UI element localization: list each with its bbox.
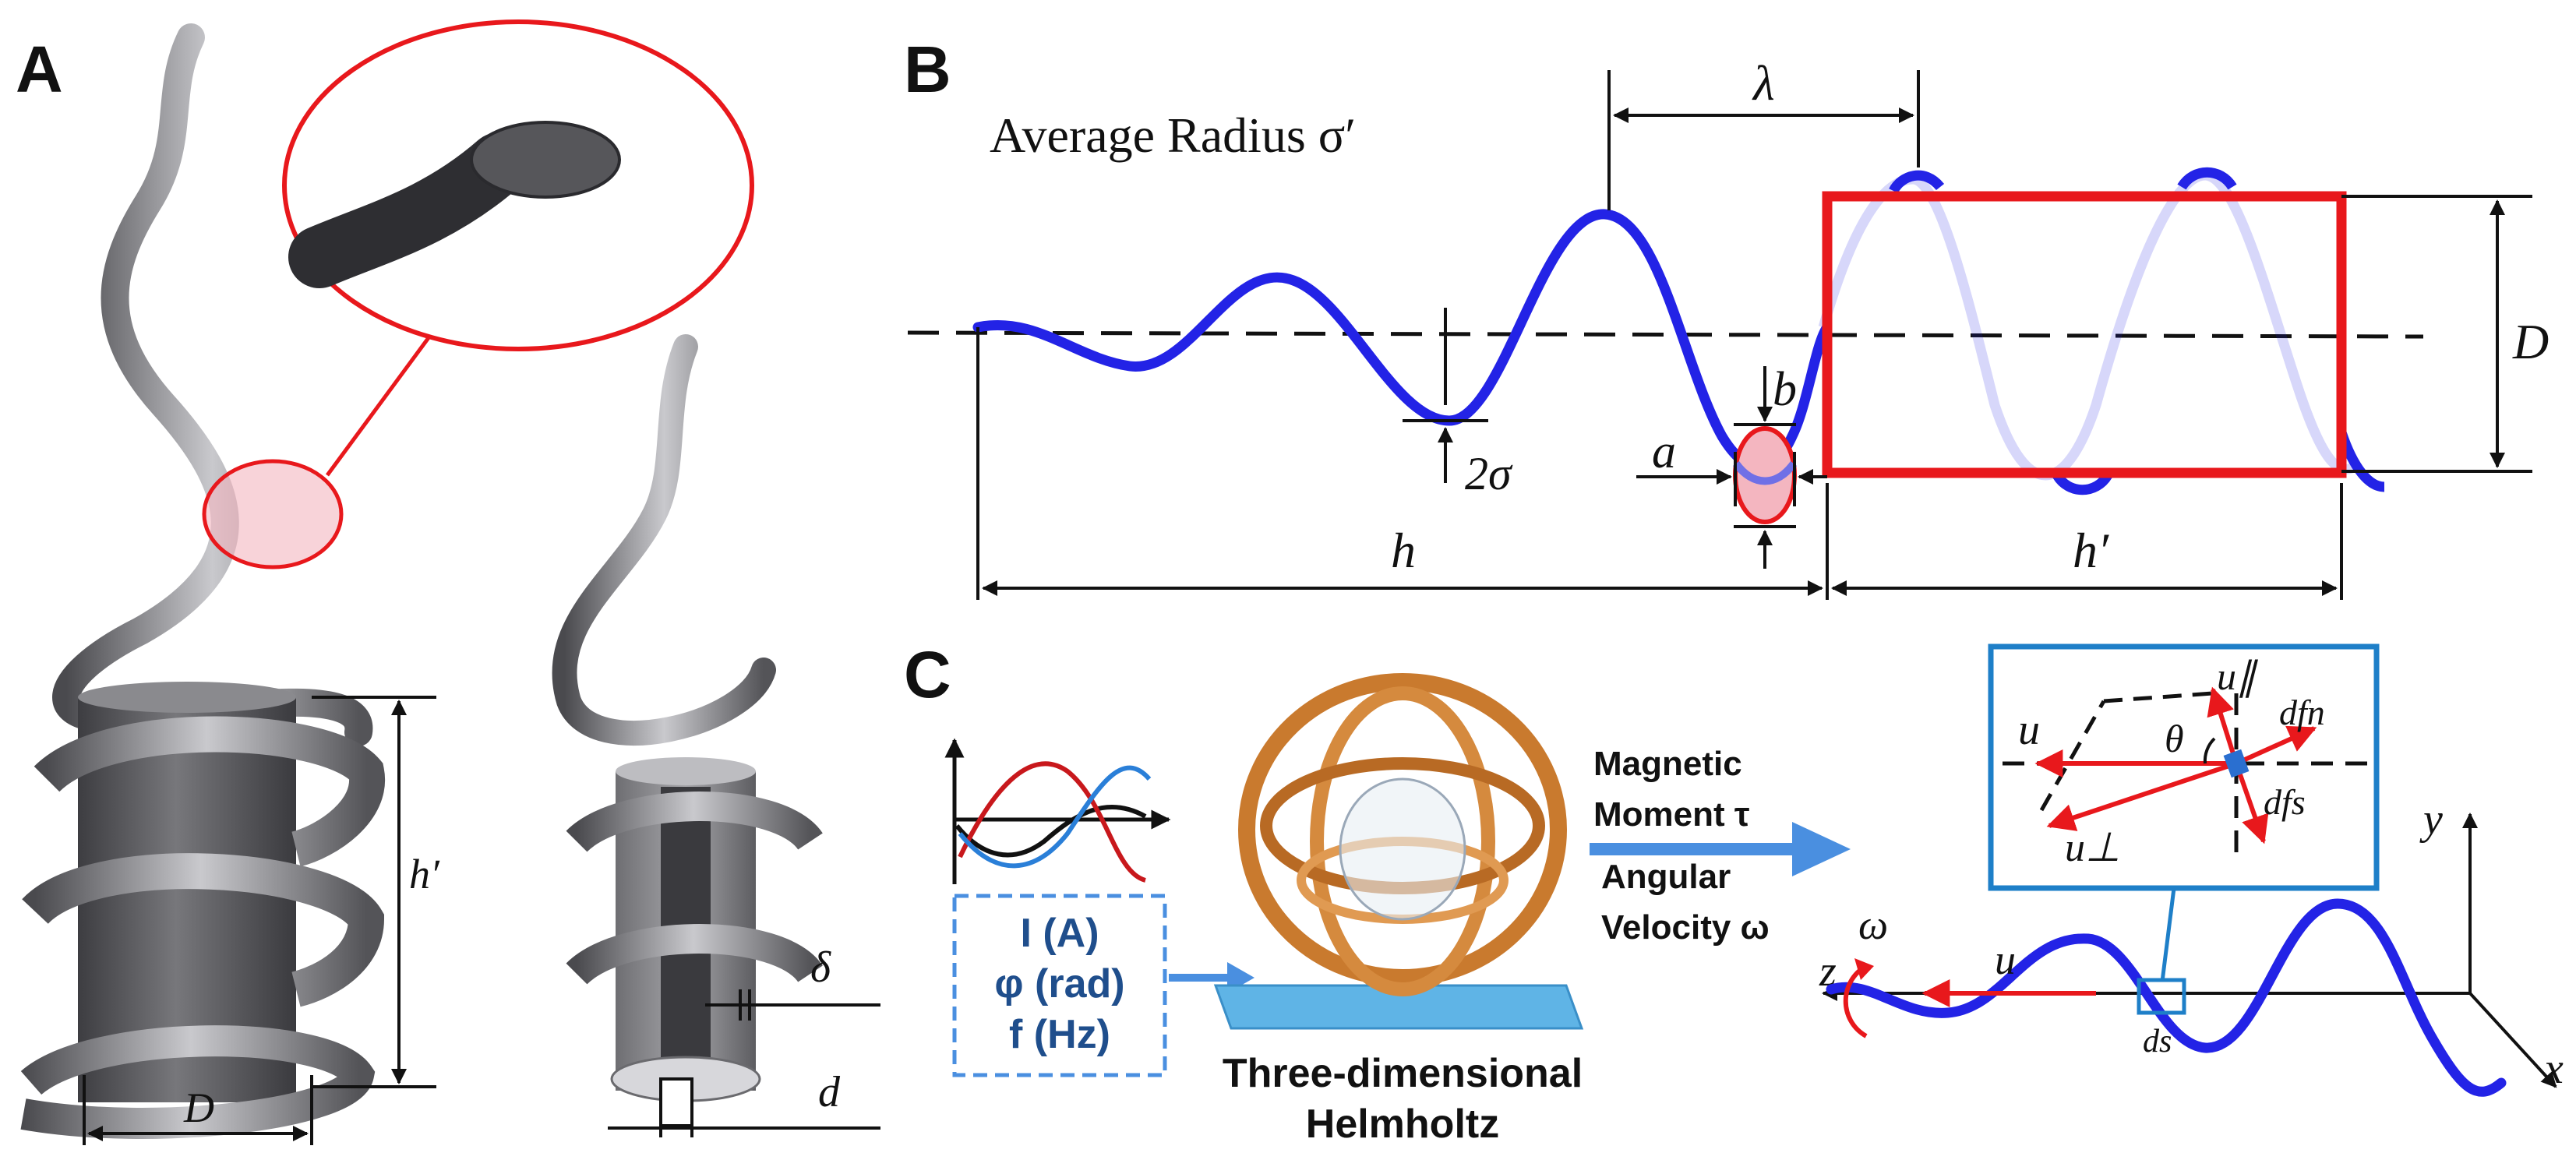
- magnified-tube: [288, 132, 530, 288]
- helix-model-solid: [20, 23, 386, 1139]
- helmholtz-coil: [1213, 673, 1584, 1030]
- vec-df-n: [2235, 725, 2317, 766]
- cutaway-top: [616, 757, 756, 785]
- signal-blue: [958, 765, 1152, 869]
- label-lambda: λ: [1752, 55, 1775, 111]
- coil-ring-outer: [1238, 673, 1567, 986]
- dim-h-prime-a: [312, 696, 436, 1088]
- dim-D-a: [83, 1075, 313, 1145]
- inset-u: u: [2018, 706, 2040, 754]
- axis-y: y: [2419, 795, 2443, 844]
- wave-peak-over-box-2: [2177, 167, 2237, 190]
- wave-peak-over-box: [1889, 170, 1945, 194]
- label-b: b: [1773, 363, 1797, 416]
- input-parameter-box: [952, 894, 1167, 1077]
- label-D-b: D: [2512, 314, 2549, 369]
- helix-rib-middle: [22, 853, 385, 1007]
- centerline: [907, 330, 2424, 339]
- magnified-tube-end: [470, 121, 621, 199]
- label-two-sigma: 2σ: [1465, 448, 1513, 499]
- cutaway-rib-2: [566, 924, 823, 985]
- wave-tail: [2336, 430, 2385, 492]
- dim-D-b: [2341, 195, 2532, 473]
- label-h-prime-a: h′: [409, 851, 440, 897]
- force-inset-box: [1988, 643, 2380, 891]
- helix-rib-lower: [20, 1025, 376, 1139]
- swimmer-wave: [1826, 898, 2507, 1097]
- arrow-output-head: [1792, 822, 1851, 876]
- inset-theta: θ: [2165, 717, 2184, 760]
- panel-b: B Average Radius σ′ λ D: [904, 33, 2549, 600]
- highlight-spot: [202, 459, 344, 569]
- vec-u-parallel: [2207, 686, 2239, 764]
- wave-faded: [1818, 170, 2355, 481]
- coil-sphere: [1339, 777, 1466, 921]
- label-omega: ω: [1858, 901, 1888, 948]
- output-moment: Moment τ: [1593, 795, 1750, 834]
- dim-a: [1636, 452, 1827, 506]
- magnifier: [202, 19, 754, 569]
- dim-delta: [705, 989, 880, 1021]
- ds-element: [2223, 749, 2250, 778]
- dim-b: [1734, 366, 1796, 569]
- signal-black: [955, 804, 1147, 858]
- device-label-2: Helmholtz: [1306, 1102, 1499, 1147]
- panel-c-label: C: [904, 638, 951, 711]
- label-ds: ds: [2143, 1024, 2172, 1059]
- cutaway-rib-1: [566, 792, 823, 853]
- coil-platform: [1213, 984, 1584, 1030]
- vec-u-perp: [2046, 761, 2237, 831]
- axis-x: x: [2543, 1045, 2564, 1093]
- wave-bottom-in-box: [2052, 472, 2112, 495]
- axis-z: z: [1819, 947, 1837, 996]
- input-phase: φ (rad): [994, 961, 1124, 1007]
- panel-a: A h′ D: [16, 19, 880, 1145]
- dim-two-sigma: [1403, 308, 1488, 483]
- inset-dash-diag: [2039, 700, 2106, 812]
- inset-u-perp: u⊥: [2065, 826, 2120, 870]
- inset-u-parallel: u∥: [2217, 654, 2258, 698]
- cutaway-pin: [659, 1077, 693, 1127]
- label-h-prime-b: h′: [2073, 523, 2109, 578]
- inset-connector: [2160, 887, 2176, 982]
- average-radius-title: Average Radius σ′: [990, 108, 1356, 163]
- rotation-arrow: [1843, 964, 1868, 1038]
- signal-red: [958, 761, 1147, 883]
- label-a: a: [1652, 425, 1676, 478]
- output-velocity: Velocity ω: [1601, 908, 1770, 947]
- label-u-axis: u: [1995, 936, 2016, 983]
- output-magnetic: Magnetic: [1593, 745, 1742, 783]
- panel-c: C I (A) φ (rad) f (Hz) Three-dimensional…: [904, 638, 2564, 1147]
- input-frequency: f (Hz): [1009, 1012, 1110, 1057]
- cutaway-tail: [552, 334, 776, 746]
- dim-d: [608, 1091, 880, 1137]
- input-signal-plot: [944, 738, 1171, 884]
- dim-lambda: [1607, 70, 1920, 210]
- panel-a-label: A: [16, 33, 63, 106]
- cross-section-wave: [1732, 460, 1798, 485]
- inset-df-n: dfn: [2279, 693, 2325, 732]
- dim-h: [976, 327, 2343, 600]
- ds-box: [2137, 978, 2186, 1015]
- label-delta: δ: [810, 943, 831, 992]
- helix-cylinder-top: [78, 682, 296, 713]
- label-d: d: [818, 1068, 841, 1116]
- input-current: I (A): [1020, 911, 1099, 956]
- label-D-a: D: [183, 1084, 214, 1131]
- rotation-arrow-head: [1854, 958, 1874, 980]
- output-angular: Angular: [1601, 858, 1731, 896]
- inset-df-s: dfs: [2264, 782, 2306, 822]
- label-h: h: [1391, 523, 1416, 578]
- helix-model-cutaway: [552, 334, 823, 1127]
- panel-b-label: B: [904, 33, 951, 106]
- device-label-1: Three-dimensional: [1223, 1051, 1583, 1096]
- theta-arc: [2203, 737, 2216, 764]
- helix-rib-upper: [34, 716, 386, 867]
- vec-df-s: [2234, 763, 2269, 844]
- coil-ring-mid: [1310, 686, 1495, 996]
- inset-dash-top: [2103, 691, 2214, 703]
- wave-main: [972, 209, 1833, 472]
- envelope-box: [1822, 191, 2347, 478]
